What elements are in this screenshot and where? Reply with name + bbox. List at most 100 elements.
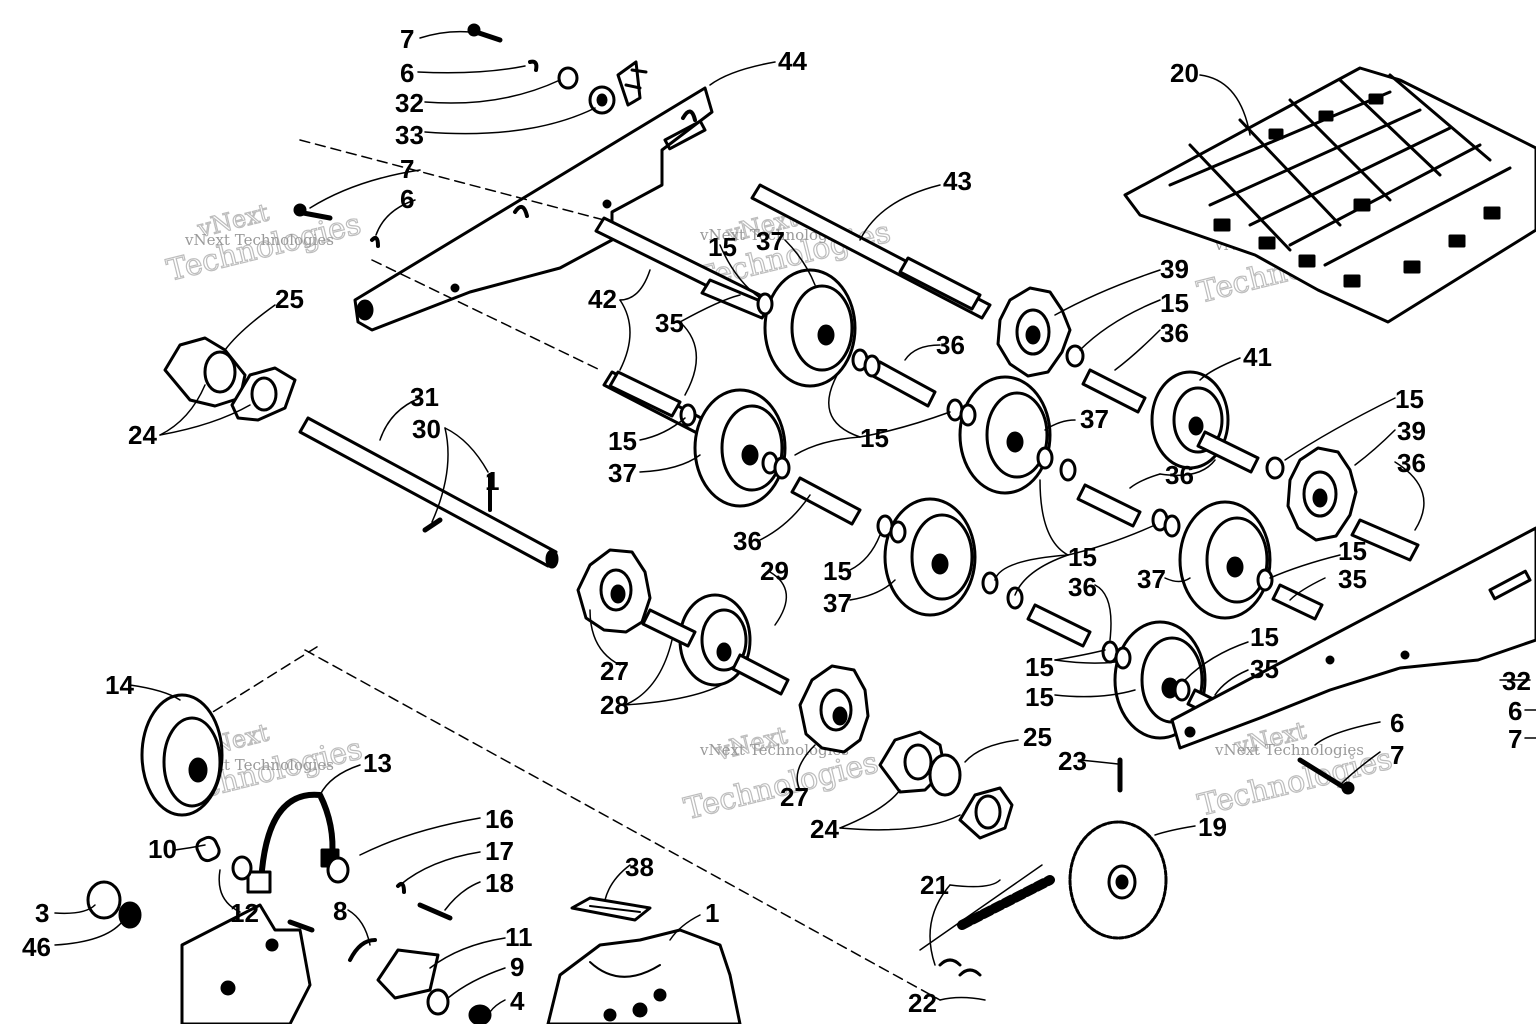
label-37: 37	[756, 226, 785, 256]
idler-wheel-mid-left	[693, 388, 787, 508]
label-37: 37	[608, 458, 637, 488]
label-18: 18	[485, 868, 514, 898]
label-22: 22	[908, 988, 937, 1018]
label-43: 43	[943, 166, 972, 196]
label-12: 12	[230, 898, 259, 928]
watermark-caption-bottom-center: vNext Technologies	[699, 741, 849, 759]
watermark-caption-top-left: vNext Technologies	[184, 231, 334, 249]
label-6: 6	[1390, 708, 1404, 738]
label-37: 15	[1025, 682, 1054, 712]
label-15: 15	[1160, 288, 1189, 318]
label-33: 33	[395, 120, 424, 150]
sprocket-39-right	[1286, 446, 1358, 542]
idler-wheel-low-right	[1178, 500, 1272, 620]
label-25: 25	[275, 284, 304, 314]
sprocket-27-upper	[576, 548, 652, 634]
bearing-flange-left	[163, 336, 297, 422]
label-36: 36	[1160, 318, 1189, 348]
label-15: 15	[823, 556, 852, 586]
label-15: 15	[1068, 542, 1097, 572]
drive-wheel-29	[678, 593, 752, 687]
bolts-top	[293, 23, 1355, 795]
part-labels: 7 6 32 33 44 7 6 20 43 25 24 31 30 1 42 …	[22, 24, 1531, 1018]
decal-38	[570, 896, 652, 922]
label-39: 39	[1160, 254, 1189, 284]
label-20: 20	[1170, 58, 1199, 88]
label-41: 41	[1243, 342, 1272, 372]
label-36: 36	[1165, 460, 1194, 490]
label-15: 15	[1338, 536, 1367, 566]
watermark-caption-bottom-right: vNext Technologies	[1214, 741, 1364, 759]
label-15: 15	[1395, 384, 1424, 414]
label-7: 7	[1508, 724, 1522, 754]
label-10: 10	[148, 834, 177, 864]
label-35: 35	[1338, 564, 1367, 594]
label-37: 37	[1080, 404, 1109, 434]
label-7: 7	[1390, 740, 1404, 770]
label-17: 17	[485, 836, 514, 866]
spacer-tubes	[608, 256, 1420, 721]
label-7: 7	[400, 24, 414, 54]
label-3: 3	[35, 898, 49, 928]
label-31: 31	[410, 382, 439, 412]
center-lines	[199, 139, 941, 1001]
bearing-flange-right	[878, 730, 1014, 840]
label-21: 21	[920, 870, 949, 900]
label-6: 6	[400, 184, 414, 214]
label-38: 38	[625, 852, 654, 882]
label-24: 24	[810, 814, 839, 844]
idler-wheel-top	[763, 268, 857, 388]
idler-wheel-low-mid	[883, 497, 977, 617]
sprocket-27-lower	[798, 664, 870, 754]
label-4: 4	[510, 986, 525, 1016]
axle-31	[298, 416, 559, 569]
label-27: 27	[600, 656, 629, 686]
roll-pin-30	[422, 473, 492, 533]
brake-band-13	[246, 791, 340, 894]
label-27: 27	[780, 782, 809, 812]
label-42: 42	[588, 284, 617, 314]
label-35: 35	[1250, 654, 1279, 684]
drive-chain-21	[919, 864, 1055, 977]
label-23: 23	[1058, 746, 1087, 776]
label-6: 6	[400, 58, 414, 88]
label-9: 9	[510, 952, 524, 982]
label-37: 37	[1137, 564, 1166, 594]
side-rail-right	[1170, 526, 1536, 750]
label-32: 32	[1502, 666, 1531, 696]
label-36: 36	[733, 526, 762, 556]
leader-lines	[54, 30, 1536, 1013]
small-parts-lower-left	[86, 835, 492, 1024]
label-15: 15	[1025, 652, 1054, 682]
label-6: 6	[1508, 696, 1522, 726]
label-25: 25	[1023, 722, 1052, 752]
side-rail-left	[353, 86, 714, 332]
label-37: 37	[823, 588, 852, 618]
label-15: 15	[708, 232, 737, 262]
idler-wheel-bottom	[1113, 620, 1207, 740]
brake-bracket	[180, 903, 312, 1024]
label-35: 35	[655, 308, 684, 338]
label-24: 24	[128, 420, 157, 450]
label-16: 16	[485, 804, 514, 834]
label-30: 30	[412, 414, 441, 444]
label-1: 1	[485, 466, 499, 496]
label-36: 36	[1397, 448, 1426, 478]
label-46: 46	[22, 932, 51, 962]
track-belt	[1123, 66, 1536, 324]
label-8: 8	[333, 896, 347, 926]
washers-15	[679, 292, 1285, 702]
label-32: 32	[395, 88, 424, 118]
idler-wheel-mid	[958, 375, 1052, 495]
brake-disc-14	[140, 693, 224, 817]
label-13: 13	[363, 748, 392, 778]
label-39: 39	[1397, 416, 1426, 446]
chaincase-housing	[546, 928, 742, 1024]
driven-sprocket-19	[1068, 757, 1168, 940]
label-14: 14	[105, 670, 134, 700]
label-11: 11	[505, 922, 533, 952]
label-28: 28	[600, 690, 629, 720]
label-15: 15	[860, 423, 889, 453]
sprocket-39-top	[996, 286, 1072, 378]
